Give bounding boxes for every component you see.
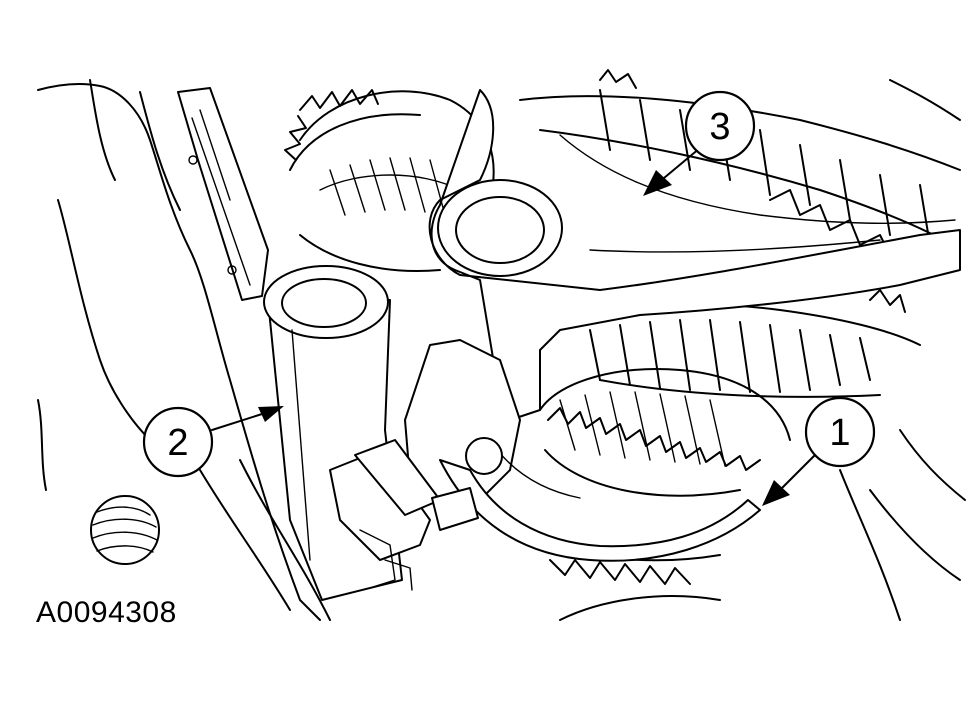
leader-line-2 [211, 413, 263, 431]
leader-lines [211, 147, 821, 506]
arrowhead-1 [762, 480, 790, 506]
callout-2: 2 [142, 406, 214, 478]
callout-label-3: 3 [709, 106, 730, 148]
transmission-housing [37, 79, 966, 621]
callout-1: 1 [804, 396, 876, 468]
leader-line-1 [781, 449, 821, 489]
figure-reference-code: A0094308 [36, 596, 177, 629]
interlock-plates [329, 439, 479, 591]
upper-left-gear [284, 89, 495, 272]
drain-plug [90, 495, 160, 565]
leader-line-3 [663, 147, 701, 179]
large-upper-gear [519, 69, 961, 266]
callout-label-2: 2 [167, 422, 188, 464]
shift-fork-upper [428, 89, 961, 421]
shift-fork-lower [404, 339, 761, 562]
callout-3: 3 [684, 90, 756, 162]
callout-label-1: 1 [829, 412, 850, 454]
arrowhead-2 [258, 406, 284, 422]
retaining-bracket [177, 87, 269, 301]
arrowhead-3 [643, 170, 672, 196]
